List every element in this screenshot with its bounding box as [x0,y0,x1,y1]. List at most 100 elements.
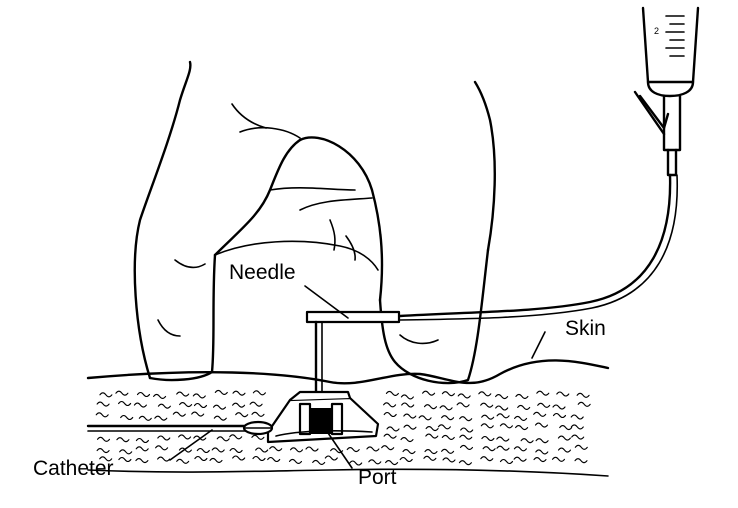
iv-tubing [398,173,672,318]
tissue-squiggle [232,402,246,408]
port-device-illustration [266,390,380,444]
tissue-squiggle [212,404,227,410]
tissue-squiggle [288,458,303,464]
tissue-squiggle [176,458,190,464]
svg-text:2: 2 [654,26,659,36]
tissue-squiggle [478,391,492,397]
tissue-squiggle [537,402,551,408]
tissue-squiggle [267,456,281,463]
tissue-squiggle [157,403,171,409]
tissue-squiggle [423,455,437,461]
tissue-squiggle [576,392,590,398]
tissue-squiggle [495,405,509,411]
tissue-squiggle [116,437,130,443]
tissue-squiggle [557,447,572,453]
skin-label: Skin [565,317,606,340]
tissue-squiggle [515,425,529,431]
tissue-squiggle [179,402,193,408]
tissue-squiggle [577,401,591,407]
tissue-squiggle [349,460,363,466]
tissue-squiggle [172,411,186,417]
tissue-squiggle [135,458,149,464]
tissue-squiggle [535,438,549,444]
tissue-bottom [87,468,609,477]
tissue-squiggle [383,411,397,418]
tissue-squiggle [383,433,397,439]
catheter-leader [169,429,213,461]
tissue-squiggle [571,434,585,440]
tissue-squiggle [423,404,438,410]
tissue-texture [95,389,591,466]
tissue-squiggle [193,402,208,409]
catheter-label: Catheter [33,457,114,480]
tissue-squiggle [496,445,510,451]
tissue-squiggle [570,414,584,420]
tissue-squiggle [459,444,474,450]
tissue-squiggle [499,458,514,465]
tissue-squiggle [209,457,223,463]
tissue-squiggle [178,447,192,453]
tissue-squiggle [251,411,265,417]
tissue-squiggle [425,426,439,432]
tissue-squiggle [252,390,266,396]
tissue-squiggle [229,447,243,454]
hand-illustration [133,60,496,385]
tissue-squiggle [213,415,227,421]
tissue-squiggle [422,390,436,396]
tissue-squiggle [574,444,588,450]
tissue-squiggle [441,448,455,454]
tissue-squiggle [517,404,531,410]
tissue-squiggle [346,447,360,453]
tissue-squiggle [439,405,453,411]
needle-label: Needle [229,261,296,284]
tissue-squiggle [157,456,171,462]
tissue-squiggle [252,455,266,462]
tissue-squiggle [513,446,527,452]
tissue-squiggle [157,435,171,441]
tissue-squiggle [496,413,510,419]
tissue-squiggle [442,457,456,463]
tissue-squiggle [570,424,584,430]
tissue-squiggle [551,456,566,462]
tissue-squiggle [95,412,109,418]
tissue-squiggle [196,447,210,454]
tissue-squiggle [191,411,205,417]
tissue-squiggle [441,434,455,440]
tissue-squiggle [458,460,472,466]
tissue-squiggle [119,449,133,455]
tissue-squiggle [399,456,413,463]
tissue-squiggle [495,394,509,400]
tissue-squiggle [153,393,167,399]
tissue-squiggle [133,402,147,408]
tissue-squiggle [386,426,400,432]
tissue-squiggle [324,455,338,461]
tissue-squiggle [96,401,110,407]
tissue-squiggle [520,438,534,444]
tissue-squiggle [135,446,149,452]
tissue-squiggle [482,446,496,452]
tissue-squiggle [305,446,319,452]
tissue-squiggle [480,423,494,429]
skin-surface [86,359,610,385]
tissue-squiggle [400,437,414,443]
tissue-squiggle [513,456,527,462]
tissue-squiggle [556,391,570,397]
tissue-squiggle [211,447,225,453]
tissue-squiggle [194,455,208,462]
tissue-squiggle [381,445,395,451]
tissue-squiggle [118,400,132,407]
tissue-squiggle [403,424,417,430]
tissue-squiggle [176,391,190,397]
tissue-squiggle [533,457,547,463]
tissue-squiggle [515,393,529,399]
tissue-squiggle [269,446,283,452]
tissue-squiggle [154,415,168,421]
tissue-squiggle [251,434,265,440]
tissue-squiggle [96,448,110,454]
tissue-squiggle [96,436,111,442]
tissue-squiggle [481,414,495,420]
tissue-squiggle [480,456,494,462]
tissue-squiggle [534,422,549,428]
tissue-squiggle [459,434,473,440]
